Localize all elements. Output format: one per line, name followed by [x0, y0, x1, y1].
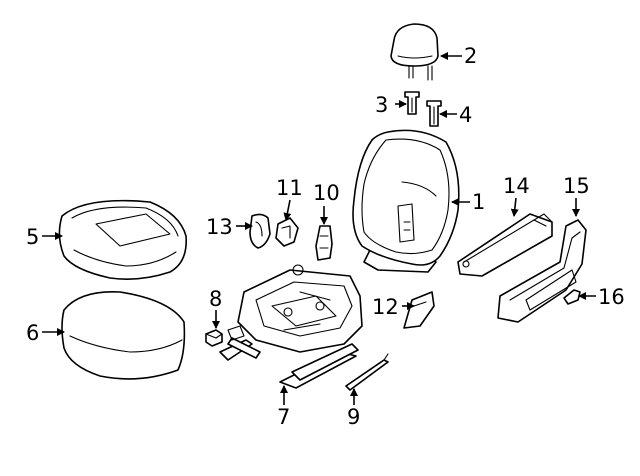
part-cushion-pad — [61, 291, 186, 380]
part-11-cover — [275, 217, 299, 247]
part-10-cover — [315, 225, 333, 261]
callout-14: 14 — [503, 174, 530, 198]
part-16-knob — [563, 289, 581, 305]
callout-5: 5 — [26, 225, 39, 249]
part-seat-back — [352, 129, 460, 273]
callout-7: 7 — [277, 405, 290, 429]
callout-1: 1 — [472, 190, 485, 214]
callout-6: 6 — [26, 321, 39, 345]
part-headrest-guide-3 — [404, 91, 420, 115]
part-8-clip — [205, 329, 223, 347]
callout-11: 11 — [276, 176, 303, 200]
part-seat-frame — [219, 264, 363, 389]
part-headrest — [390, 23, 439, 81]
part-15-shield — [497, 219, 587, 323]
callout-12: 12 — [372, 295, 399, 319]
part-14-rail — [457, 213, 553, 277]
part-9-cable — [345, 353, 389, 391]
part-cushion-upper — [58, 199, 187, 280]
callout-8: 8 — [209, 287, 222, 311]
part-12-bracket — [403, 291, 435, 329]
callout-13: 13 — [206, 215, 233, 239]
leader-lines — [42, 52, 596, 405]
callout-10: 10 — [313, 181, 340, 205]
part-headrest-guide-4 — [426, 100, 442, 127]
callout-3: 3 — [375, 93, 388, 117]
callout-labels: 2 3 4 1 5 6 7 8 9 10 11 12 13 14 15 16 — [26, 44, 625, 429]
callout-4: 4 — [459, 103, 472, 127]
callout-16: 16 — [598, 285, 625, 309]
callout-9: 9 — [347, 405, 360, 429]
callout-2: 2 — [464, 44, 477, 68]
callout-15: 15 — [563, 174, 590, 198]
part-13-cover — [249, 213, 271, 249]
